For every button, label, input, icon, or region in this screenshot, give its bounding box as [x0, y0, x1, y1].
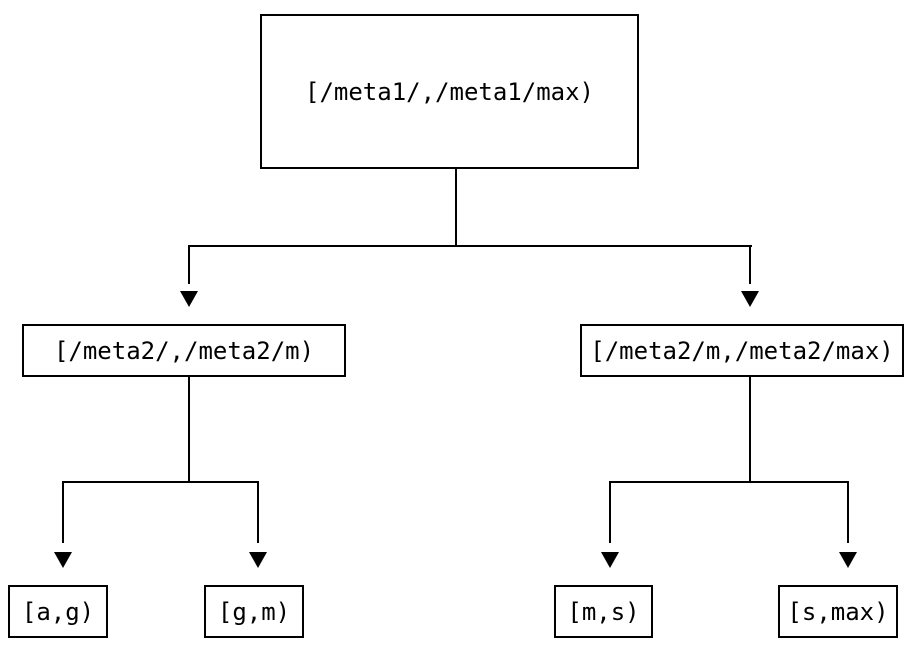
arrowhead-down-icon	[601, 552, 619, 568]
arrowhead-down-icon	[741, 291, 759, 307]
node-leaf-g-m: [g,m)	[204, 585, 304, 638]
node-meta2-upper-interval: [/meta2/m,/meta2/max)	[580, 324, 904, 377]
node-leaf-a-g: [a,g)	[8, 585, 108, 638]
arrowhead-down-icon	[839, 552, 857, 568]
node-meta2-lower-interval: [/meta2/,/meta2/m)	[22, 324, 346, 377]
arrowhead-down-icon	[54, 552, 72, 568]
node-root-interval: [/meta1/,/meta1/max)	[260, 14, 639, 169]
arrowhead-down-icon	[180, 291, 198, 307]
node-leaf-m-s: [m,s)	[554, 585, 653, 638]
node-leaf-s-max: [s,max)	[778, 585, 898, 638]
arrowhead-down-icon	[249, 552, 267, 568]
